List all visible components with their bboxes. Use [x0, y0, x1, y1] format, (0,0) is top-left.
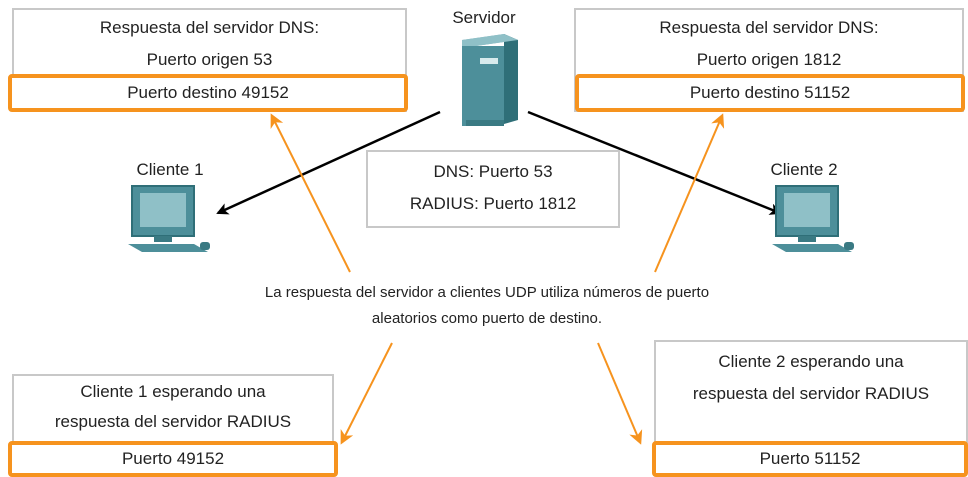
- service-dns-port: DNS: Puerto 53: [433, 162, 553, 181]
- server-icon: [462, 34, 518, 126]
- arrow-server-to-client1: [216, 110, 441, 215]
- arrow-caption-to-client2-port: [597, 342, 643, 445]
- client1-label: Cliente 1: [136, 160, 204, 179]
- dns-response-left-source-port: Puerto origen 53: [146, 50, 273, 69]
- arrow-caption-to-client1-port: [340, 342, 393, 445]
- client2-waiting-line2: respuesta del servidor RADIUS: [692, 384, 930, 403]
- client2-waiting-port: Puerto 51152: [652, 441, 968, 477]
- arrow-caption-to-dest-right: [654, 113, 725, 273]
- service-radius-port: RADIUS: Puerto 1812: [409, 194, 577, 213]
- client1-waiting-line2: respuesta del servidor RADIUS: [54, 412, 292, 431]
- dns-response-right-title: Respuesta del servidor DNS:: [659, 18, 879, 37]
- client1-waiting-line1: Cliente 1 esperando una: [80, 382, 266, 401]
- dns-response-right-source-port: Puerto origen 1812: [696, 50, 842, 69]
- client2-waiting-line1: Cliente 2 esperando una: [718, 352, 904, 371]
- caption: La respuesta del servidor a clientes UDP…: [222, 280, 752, 332]
- dns-response-left-title: Respuesta del servidor DNS:: [99, 18, 320, 37]
- computer-icon: [128, 185, 210, 252]
- client1-waiting-port: Puerto 49152: [8, 441, 338, 477]
- services-box: DNS: Puerto 53 RADIUS: Puerto 1812: [366, 150, 620, 228]
- caption-line1: La respuesta del servidor a clientes UDP…: [264, 284, 710, 301]
- caption-line2: aleatorios como puerto de destino.: [371, 310, 603, 327]
- dns-response-right-dest-port: Puerto destino 51152: [575, 74, 965, 112]
- arrow-caption-to-dest-left: [270, 113, 351, 273]
- client2-label: Cliente 2: [770, 160, 838, 179]
- server-label: Servidor: [452, 8, 516, 27]
- dns-response-left-dest-port: Puerto destino 49152: [8, 74, 408, 112]
- arrow-server-to-client2: [527, 110, 782, 215]
- computer-icon: [772, 185, 854, 252]
